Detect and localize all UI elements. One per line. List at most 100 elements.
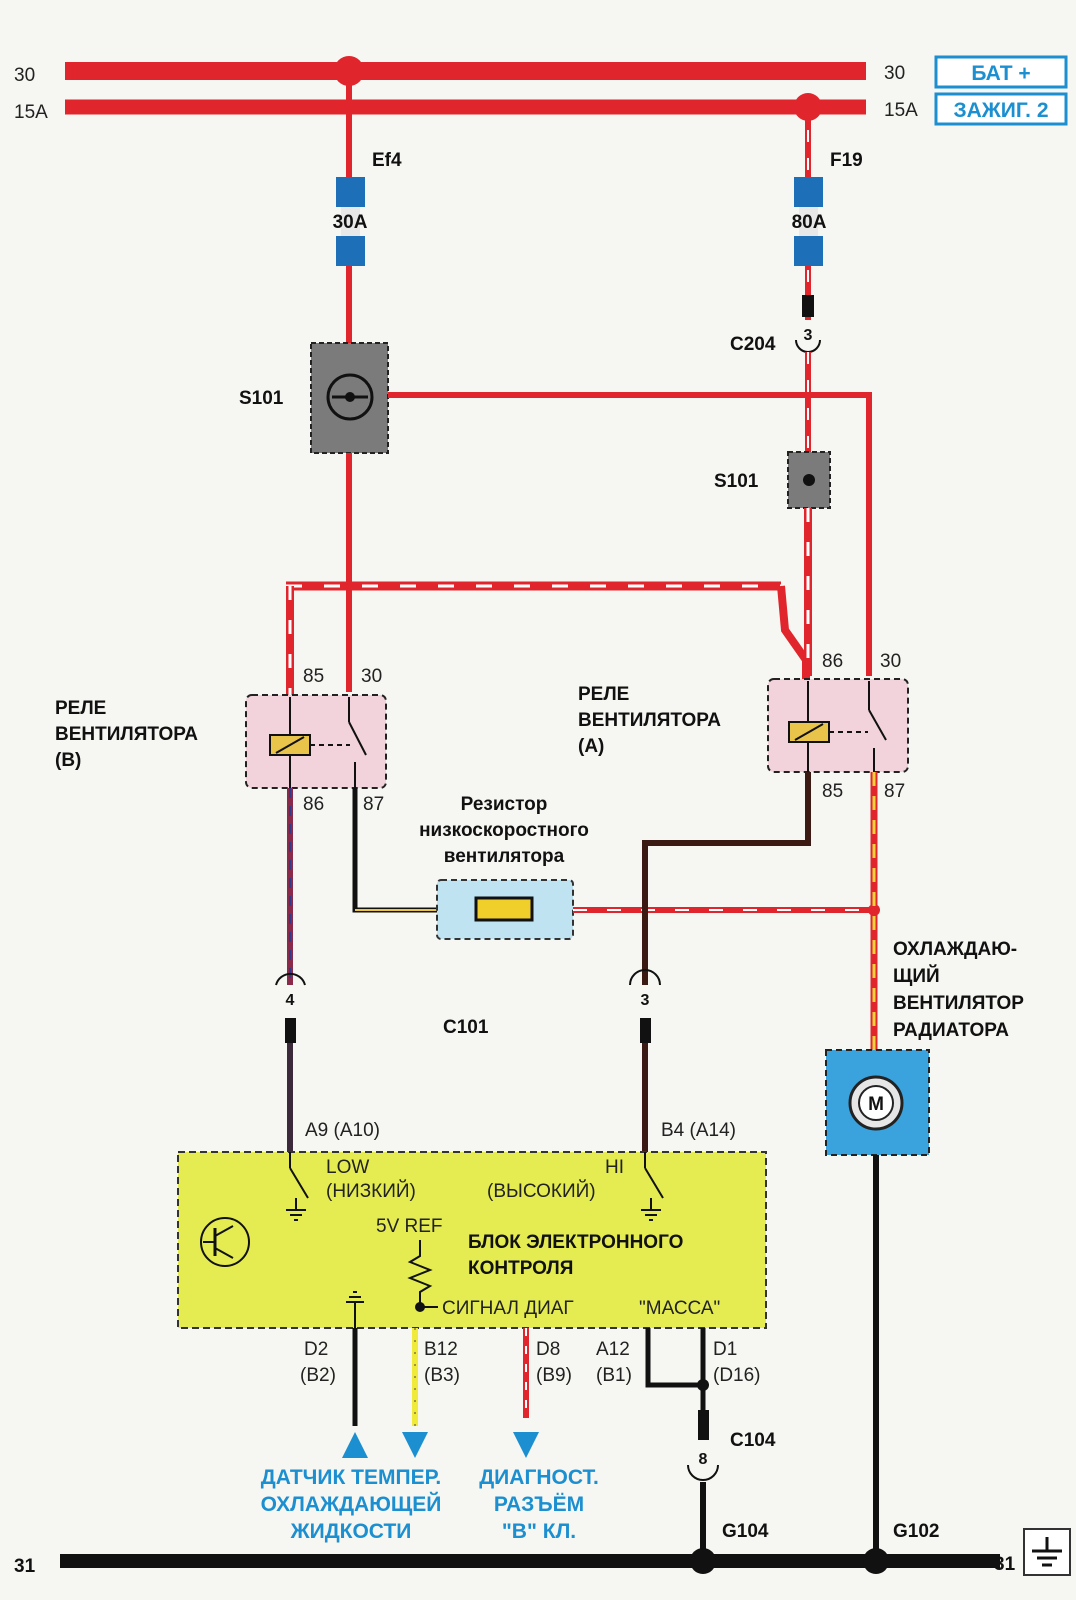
relay-a-pin-87: 87	[884, 781, 905, 802]
c101-socket-left	[275, 972, 306, 986]
node-g102	[863, 1548, 889, 1574]
bus-15a-tag: ЗАЖИГ. 2	[953, 99, 1048, 122]
fuse-ef4-rating: 30A	[333, 212, 368, 233]
ecu-block	[177, 1151, 767, 1329]
transistor-icon	[200, 1217, 250, 1267]
ecu-low-switch	[286, 1152, 309, 1221]
c204-pin: 3	[804, 327, 813, 344]
wire-relay-a-85	[642, 772, 811, 985]
target-temp-3: ЖИДКОСТИ	[290, 1520, 412, 1543]
fan-label-3: ВЕНТИЛЯТОР	[893, 993, 1024, 1014]
target-temp-1: ДАТЧИК ТЕМПЕР.	[261, 1466, 442, 1489]
bus-30-tag: БАТ +	[971, 62, 1030, 85]
ecu-signal-ground-icon	[346, 1291, 364, 1328]
resistor-low-speed	[436, 879, 574, 940]
relay-b-title-3: (B)	[55, 750, 81, 771]
ecu-pin-d1b: (D16)	[713, 1365, 761, 1386]
wire-s101-to-relay-a30	[388, 392, 872, 676]
relay-b-pin-30: 30	[361, 666, 382, 687]
bus-31-label-right: 31	[994, 1554, 1016, 1575]
arrow-temp-sensor-icon	[342, 1432, 368, 1458]
ecu-title-1: БЛОК ЭЛЕКТРОННОГО	[468, 1232, 683, 1253]
fuse-ef4	[336, 177, 365, 266]
relay-a-title-1: РЕЛЕ	[578, 684, 629, 705]
fuse-f19-rating: 80A	[792, 212, 827, 233]
ground-g102-label: G102	[893, 1521, 939, 1542]
ecu-pin-a9: A9 (A10)	[305, 1120, 380, 1141]
ecu-hi-2: (ВЫСОКИЙ)	[487, 1180, 596, 1202]
ecu-title-2: КОНТРОЛЯ	[468, 1258, 573, 1279]
resistor-label-1: Резистор	[461, 794, 548, 815]
target-temp-2: ОХЛАЖДАЮЩЕЙ	[261, 1492, 442, 1516]
fan-label-1: ОХЛАЖДАЮ-	[893, 939, 1017, 960]
ecu-pin-b12: B12	[424, 1339, 458, 1360]
target-diag-2: РАЗЪЁМ	[494, 1493, 584, 1516]
ecu-pin-d2b: (B2)	[300, 1365, 336, 1386]
relay-a-title-3: (A)	[578, 736, 604, 757]
node-c104-splice	[697, 1379, 709, 1391]
ecu-ref: 5V REF	[376, 1216, 443, 1237]
ecu-pin-b12b: (B3)	[424, 1365, 460, 1386]
arrow-b12-icon	[402, 1432, 428, 1458]
bus-30-label-right: 30	[884, 63, 905, 84]
fuse-f19-name: F19	[830, 150, 863, 171]
ecu-hi-switch	[641, 1152, 664, 1221]
ground-icon	[1023, 1528, 1071, 1576]
target-diag-1: ДИАГНОСТ.	[479, 1466, 599, 1489]
ecu-ref-resistor	[407, 1240, 433, 1307]
bus-31-label-left: 31	[14, 1556, 36, 1577]
c101-plug-right	[640, 1018, 651, 1043]
ecu-low-1: LOW	[326, 1157, 369, 1178]
relay-b	[245, 694, 387, 789]
fan-label-2: ЩИЙ	[893, 965, 940, 987]
bus-15a-tag-box	[934, 92, 1068, 126]
ecu-pin-d2: D2	[304, 1339, 328, 1360]
fuse-f19	[794, 177, 823, 266]
relay-b-pin-87: 87	[363, 794, 384, 815]
ecu-pin-a12: A12	[596, 1339, 630, 1360]
resistor-label-2: низкоскоростного	[419, 820, 589, 841]
c101-pin-left: 4	[286, 992, 295, 1009]
arrow-diag-connector-icon	[513, 1432, 539, 1458]
ecu-pin-d8: D8	[536, 1339, 560, 1360]
bus-15a-label-left: 15A	[14, 102, 48, 123]
splice-s101-right	[787, 451, 831, 509]
relay-a-pin-85: 85	[822, 781, 843, 802]
relay-b-pin-85: 85	[303, 666, 324, 687]
bus-30-tag-box	[934, 55, 1068, 89]
fuse-ef4-name: Ef4	[372, 150, 402, 171]
ecu-pin-a12b: (B1)	[596, 1365, 632, 1386]
node-g104	[690, 1548, 716, 1574]
wire-a12	[645, 1328, 703, 1388]
relay-b-title-1: РЕЛЕ	[55, 698, 106, 719]
c101-plug-left	[285, 1018, 296, 1043]
c104-pin: 8	[699, 1451, 708, 1468]
relay-a	[767, 678, 909, 773]
fan-motor-symbol: M	[868, 1094, 884, 1115]
c204-plug	[802, 295, 814, 317]
ecu-mass: "МАССА"	[639, 1298, 720, 1319]
ecu-pin-d8b: (B9)	[536, 1365, 572, 1386]
relay-a-pin-30: 30	[880, 651, 901, 672]
c104-plug	[698, 1410, 709, 1440]
fan-label-4: РАДИАТОРА	[893, 1020, 1009, 1041]
relay-a-title-2: ВЕНТИЛЯТОРА	[578, 710, 721, 731]
fan-motor	[825, 1049, 930, 1156]
c101-label: C101	[443, 1017, 489, 1038]
relay-b-title-2: ВЕНТИЛЯТОРА	[55, 724, 198, 745]
bus-30-label-left: 30	[14, 65, 35, 86]
ecu-pin-d1: D1	[713, 1339, 737, 1360]
ecu-pin-b4: B4 (A14)	[661, 1120, 736, 1141]
ecu-hi-1: HI	[605, 1157, 624, 1178]
ecu-diag: СИГНАЛ ДИАГ	[442, 1298, 574, 1319]
c104-socket	[687, 1464, 719, 1481]
splice-s101-right-label: S101	[714, 471, 759, 492]
c101-socket-right	[629, 969, 661, 986]
c204-label: C204	[730, 334, 776, 355]
ecu-low-2: (НИЗКИЙ)	[326, 1180, 416, 1202]
c101-pin-right: 3	[641, 992, 650, 1009]
relay-b-pin-86: 86	[303, 794, 324, 815]
relay-a-pin-86: 86	[822, 651, 843, 672]
ground-g104-label: G104	[722, 1521, 769, 1542]
